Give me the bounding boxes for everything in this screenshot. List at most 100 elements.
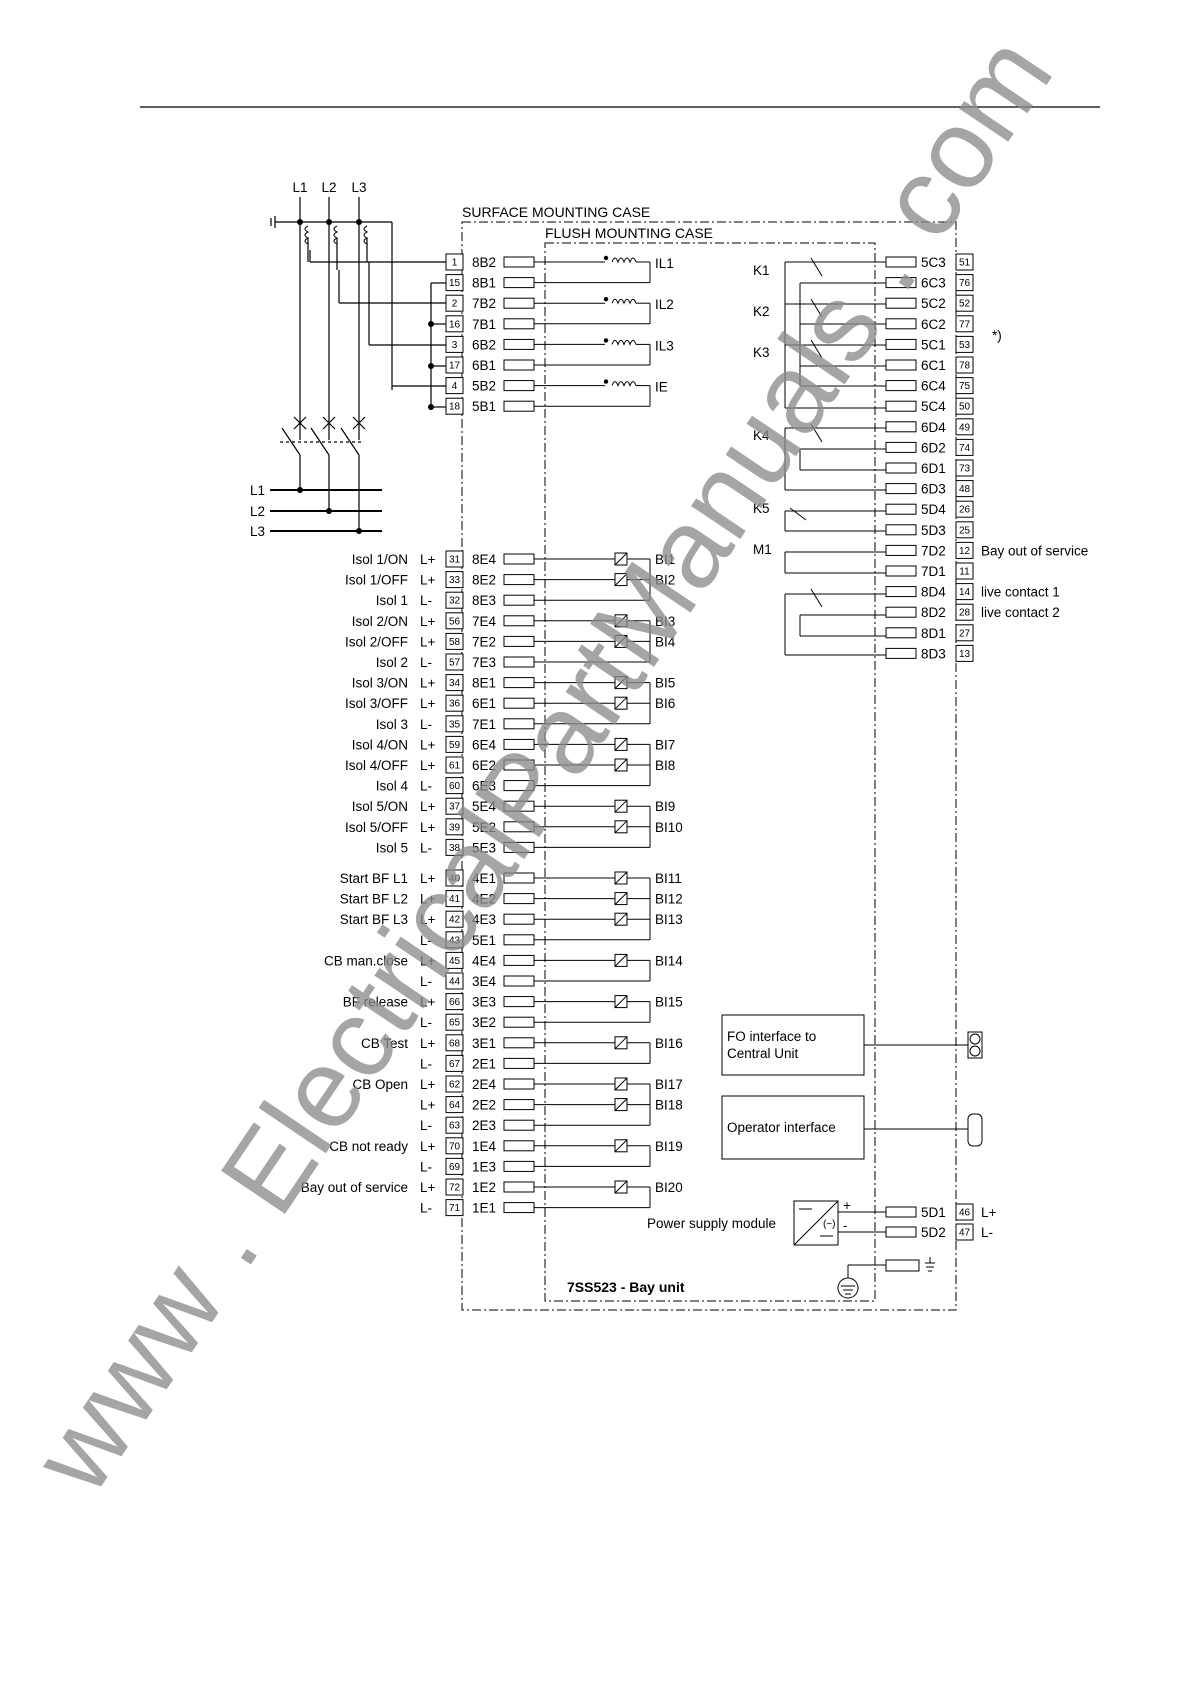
- relay-connector-label: 5C3: [921, 255, 946, 270]
- relay-terminal-number-box: [955, 418, 974, 436]
- binary-input-terminal-number: 61: [449, 761, 461, 772]
- relay-terminal-number-box: [955, 603, 974, 621]
- binary-input-terminal-number: 63: [449, 1121, 461, 1132]
- relay-connector-label: 8D3: [921, 646, 946, 661]
- power-terminal-number-box: [955, 1223, 974, 1241]
- junction-dot: [356, 219, 362, 225]
- binary-input-terminal-number-box: [445, 550, 464, 568]
- current-connector-box: [503, 338, 535, 350]
- junction-dot: [297, 219, 303, 225]
- binary-input-signal-label: Start BF L2: [340, 892, 408, 907]
- binary-input-name: BI8: [655, 758, 675, 773]
- binary-input-connector-label: 8E2: [472, 573, 496, 588]
- binary-input-terminal-number: 67: [449, 1059, 461, 1070]
- binary-input-polarity: L-: [420, 974, 432, 989]
- binary-input-terminal-number-box: [445, 1178, 464, 1196]
- binary-input-terminal-number-box: [445, 993, 464, 1011]
- binary-input-polarity: L-: [420, 717, 432, 732]
- operator-interface-box: [721, 1095, 865, 1160]
- relay-terminal-number: 75: [959, 381, 971, 392]
- relay-terminal-number-box: [955, 624, 974, 642]
- current-connector-label: 7B1: [472, 317, 496, 332]
- binary-input-connector-box: [503, 1078, 535, 1090]
- relay-connector-label: 6D4: [921, 420, 946, 435]
- binary-input-connector-label: 5E3: [472, 840, 496, 855]
- relay-connector-box: [885, 483, 917, 495]
- junction-dot: [297, 487, 303, 493]
- relay-terminal-number-box: [955, 397, 974, 415]
- fo-interface-label-1: FO interface to: [727, 1029, 816, 1044]
- current-connector-box: [503, 380, 535, 392]
- binary-input-connector-label: 6E3: [472, 779, 496, 794]
- relay-connector-box: [885, 297, 917, 309]
- junction-dot: [326, 219, 332, 225]
- binary-input-connector-box: [503, 656, 535, 668]
- current-terminal-number-box: [445, 356, 464, 374]
- binary-input-signal-label: Bay out of service: [301, 1180, 408, 1195]
- binary-input-terminal-number: 58: [449, 637, 461, 648]
- flush-case-outline: [544, 242, 876, 1302]
- binary-input-signal-label: Isol 4/ON: [352, 737, 408, 752]
- relay-contact-description: Bay out of service: [981, 543, 1088, 558]
- binary-input-polarity: L+: [420, 552, 436, 567]
- binary-input-name: BI10: [655, 820, 683, 835]
- relay-label: K4: [753, 428, 770, 443]
- binary-input-terminal-number-box: [445, 694, 464, 712]
- current-terminal-number-box: [445, 335, 464, 353]
- polarity-dot: [603, 379, 609, 384]
- current-terminal-number: 4: [452, 381, 458, 392]
- relay-connector-box: [885, 544, 917, 556]
- binary-input-terminal-number-box: [445, 1013, 464, 1031]
- relay-contact-wiring: [784, 257, 886, 656]
- power-sign: -: [843, 1218, 848, 1233]
- binary-input-terminal-number: 72: [449, 1183, 461, 1194]
- binary-input-name: BI4: [655, 634, 676, 649]
- power-connector-label: 5D2: [921, 1225, 946, 1240]
- power-polarity-label: L-: [981, 1225, 993, 1240]
- relay-terminal-number-box: [955, 356, 974, 374]
- binary-input-terminal-number: 41: [449, 894, 461, 905]
- phase-label-top-3: L3: [351, 180, 366, 195]
- binary-input-terminal-number: 57: [449, 658, 461, 669]
- binary-input-connector-label: 4E3: [472, 912, 496, 927]
- current-connector-label: 7B2: [472, 296, 496, 311]
- binary-input-polarity: L+: [420, 995, 436, 1010]
- relay-connector-label: 5D4: [921, 502, 946, 517]
- ct-coil-icon: [363, 225, 369, 245]
- current-terminal-number: 3: [452, 340, 458, 351]
- current-input-name: IL2: [655, 297, 674, 312]
- binary-input-terminal-number: 64: [449, 1100, 461, 1111]
- binary-input-terminal-number-box: [445, 869, 464, 887]
- binary-input-signal-label: Isol 4: [376, 779, 409, 794]
- binary-input-connector-label: 3E1: [472, 1036, 496, 1051]
- current-transformer-icon: [611, 381, 637, 388]
- relay-connector-label: 6D1: [921, 461, 946, 476]
- binary-input-terminal-number-box: [445, 797, 464, 815]
- binary-input-name: BI17: [655, 1077, 683, 1092]
- relay-connector-box: [885, 565, 917, 577]
- binary-input-connector-label: 4E1: [472, 871, 496, 886]
- binary-input-terminal-number-box: [445, 674, 464, 692]
- binary-input-connector-label: 2E1: [472, 1056, 496, 1071]
- binary-input-connector-box: [503, 1057, 535, 1069]
- binary-input-terminal-number-box: [445, 1199, 464, 1217]
- power-terminal-number: 46: [959, 1208, 971, 1219]
- relay-connector-box: [885, 421, 917, 433]
- binary-input-terminal-number-box: [445, 1075, 464, 1093]
- relay-terminal-number-box: [955, 480, 974, 498]
- binary-input-connector-label: 5E4: [472, 799, 497, 814]
- binary-input-polarity: L+: [420, 614, 436, 629]
- binary-input-terminal-number: 38: [449, 843, 461, 854]
- busbar-label-2: L2: [250, 504, 265, 519]
- binary-input-connector-box: [503, 553, 535, 565]
- binary-input-name: BI14: [655, 953, 683, 968]
- binary-input-connector-box: [503, 1099, 535, 1111]
- relay-terminal-number-box: [955, 315, 974, 333]
- relay-terminal-number: 14: [959, 587, 971, 598]
- relay-terminal-number: 76: [959, 278, 971, 289]
- binary-input-name: BI18: [655, 1098, 683, 1113]
- binary-input-terminal-number-box: [445, 632, 464, 650]
- relay-connector-label: 6C1: [921, 358, 946, 373]
